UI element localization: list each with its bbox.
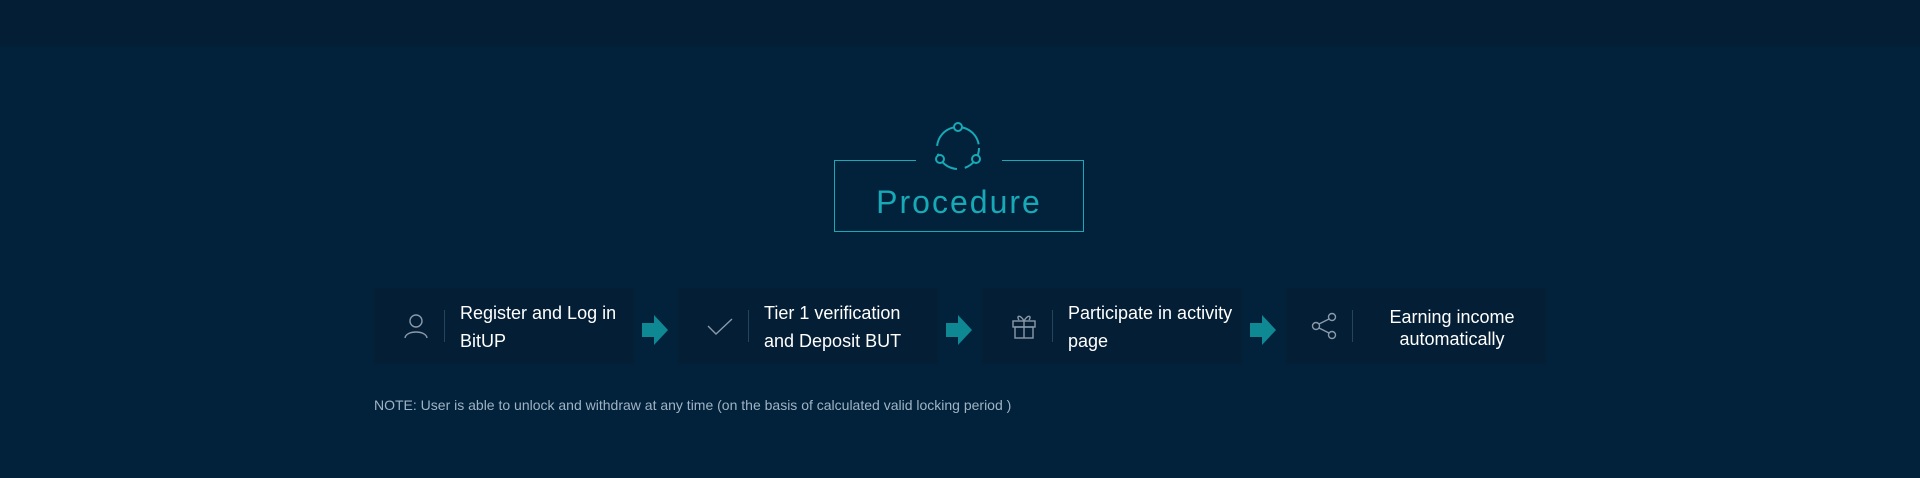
title-frame: [834, 160, 1084, 232]
step-earning: Earning income automatically: [1286, 288, 1546, 364]
user-icon: [404, 314, 428, 339]
note-text: NOTE: User is able to unlock and withdra…: [374, 397, 1012, 413]
gift-icon: [1012, 315, 1036, 339]
step-divider: [1052, 310, 1053, 342]
step-label: Register and Log in BitUP: [460, 303, 617, 351]
step-label: Participate in activity page: [1068, 303, 1233, 351]
step-divider: [444, 310, 445, 342]
cycle-icon: [935, 122, 981, 170]
step-divider: [748, 310, 749, 342]
arrow-right-icon: [946, 315, 972, 345]
check-icon: [707, 318, 733, 335]
arrow-right-icon: [1250, 315, 1276, 345]
step-label: Earning income automatically: [1389, 307, 1515, 349]
arrow-right-icon: [642, 315, 668, 345]
step-participate: Participate in activity page: [982, 288, 1242, 364]
page-title: Procedure: [876, 184, 1042, 220]
procedure-steps: Register and Log in BitUP Tier 1 verific…: [374, 288, 1548, 364]
top-bar: [0, 0, 1920, 46]
step-label: Tier 1 verification and Deposit BUT: [764, 303, 902, 351]
step-register: Register and Log in BitUP: [374, 288, 634, 364]
step-verification: Tier 1 verification and Deposit BUT: [678, 288, 938, 364]
share-icon: [1311, 312, 1337, 340]
step-divider: [1352, 310, 1353, 342]
procedure-header: Procedure: [834, 122, 1086, 234]
